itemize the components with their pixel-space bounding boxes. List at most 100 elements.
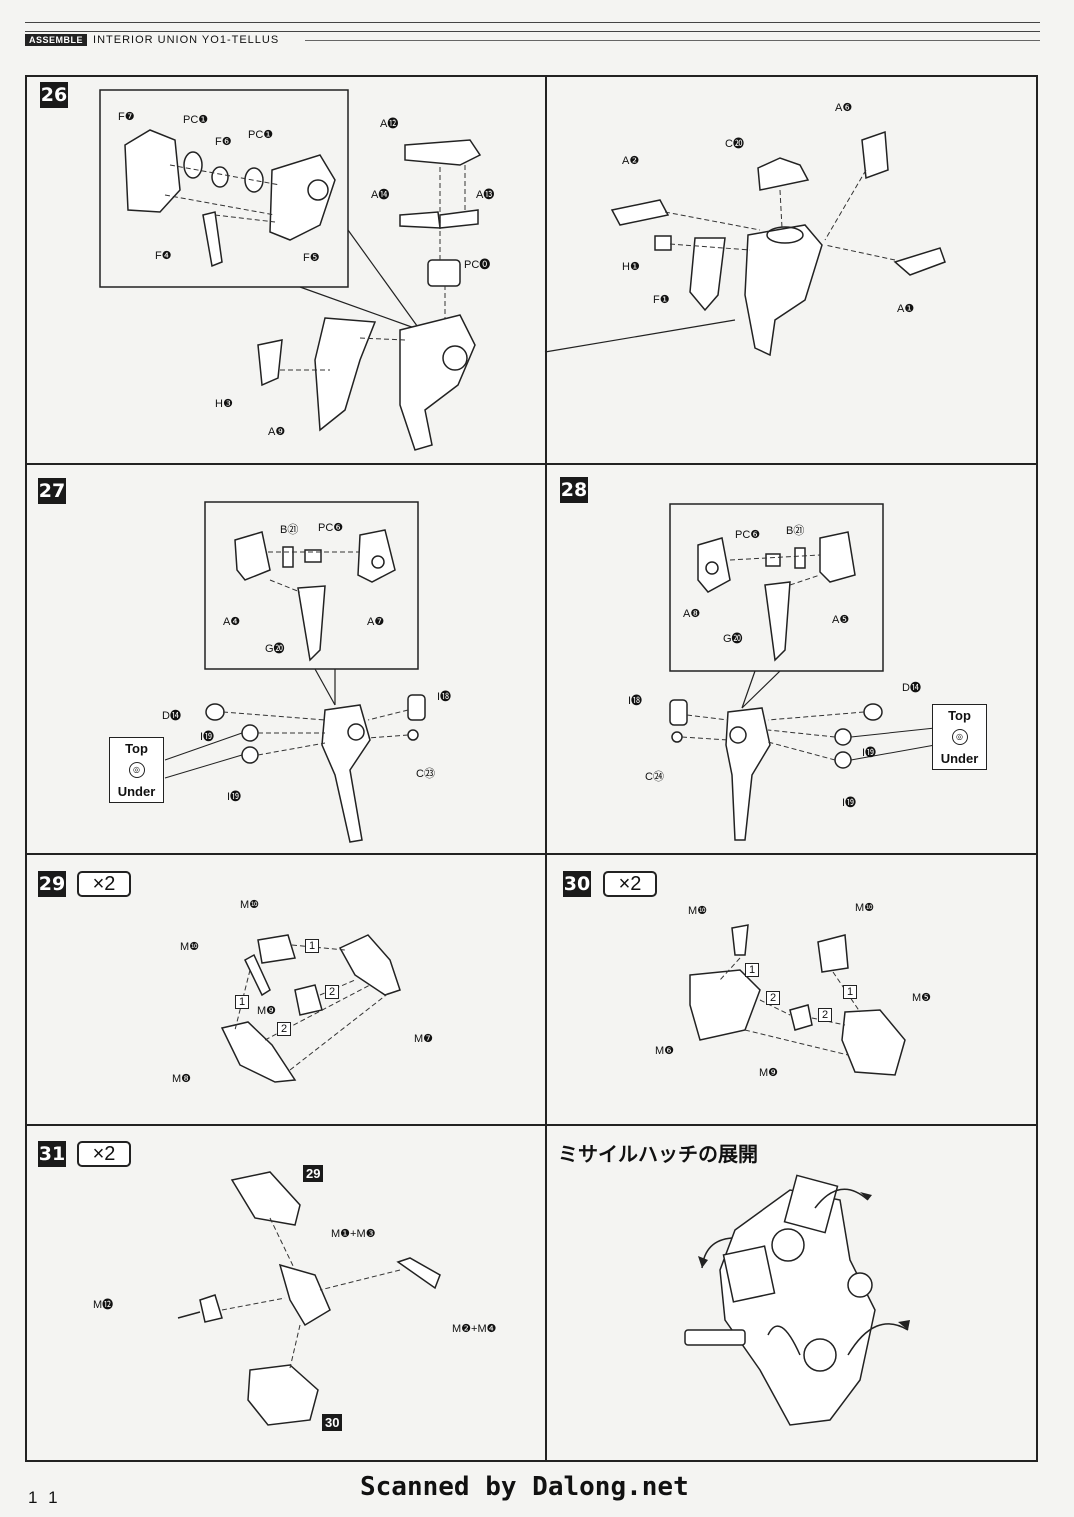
row-divider-1	[25, 463, 1038, 465]
step-reference-29: 29	[303, 1165, 324, 1182]
under-label: Under	[117, 784, 156, 799]
part-h1	[654, 235, 672, 251]
instruction-frame	[25, 75, 1038, 1462]
step-badge-29: 29	[38, 871, 66, 897]
part-label: M❿	[180, 941, 200, 953]
part-label: PC❻	[318, 522, 344, 534]
part-f1	[689, 237, 726, 312]
part-label: A❾	[268, 426, 286, 438]
part-label: PC⓿	[464, 259, 491, 271]
part-label: PC❶	[248, 129, 274, 141]
part-label: M❾	[257, 1005, 277, 1017]
part-29-subassembly	[230, 1171, 301, 1226]
part-label: I⓳	[862, 747, 877, 759]
part-label: D⓮	[902, 682, 921, 694]
part-f7	[124, 129, 181, 213]
qty-badge-31: ×2	[77, 1141, 131, 1167]
part-label: I⓲	[437, 691, 452, 703]
step-badge-31: 31	[38, 1141, 66, 1167]
part-label: I⓲	[628, 695, 643, 707]
part-m5	[841, 1009, 906, 1076]
part-label: C⓴	[725, 138, 744, 150]
part-d14	[205, 703, 225, 721]
part-label: A❺	[832, 614, 850, 626]
part-m9-30	[789, 1004, 813, 1031]
part-label: H❸	[215, 398, 233, 410]
part-label: A❷	[622, 155, 640, 167]
sequence-number: 2	[325, 985, 340, 999]
part-30-subassembly	[247, 1364, 319, 1426]
sequence-number: 2	[818, 1008, 833, 1022]
part-label: M❿	[240, 899, 260, 911]
step-badge-30: 30	[563, 871, 591, 897]
part-label: M⓬	[93, 1299, 114, 1311]
part-label: A⓬	[380, 118, 399, 130]
sequence-number: 1	[235, 995, 250, 1009]
part-label: I⓳	[200, 731, 215, 743]
part-main-body-27	[321, 704, 371, 843]
part-main-body-26b	[744, 224, 823, 357]
hub-symbol-icon: ◎	[951, 729, 968, 745]
part-label: M❼	[414, 1033, 434, 1045]
part-label: A❽	[683, 608, 701, 620]
part-a12	[404, 139, 482, 166]
part-label: I⓳	[842, 797, 857, 809]
part-label: M❺	[912, 992, 932, 1004]
part-label: G⓴	[723, 633, 743, 645]
sequence-number: 1	[843, 985, 858, 999]
part-label: H❶	[622, 261, 640, 273]
part-main-body-28	[725, 707, 771, 841]
part-m10-c	[731, 924, 749, 956]
part-label: F❼	[118, 111, 135, 123]
part-label: A❼	[367, 616, 385, 628]
part-label: M❻	[655, 1045, 675, 1057]
header-title: INTERIOR UNION YO1-TELLUS	[93, 34, 280, 46]
step-badge-28: 28	[560, 477, 588, 503]
part-i18	[407, 694, 426, 721]
part-label: M❶+M❸	[331, 1228, 376, 1240]
part-label: M❿	[855, 902, 875, 914]
top-label: Top	[125, 741, 148, 756]
part-label: A❻	[835, 102, 853, 114]
header: ASSEMBLE INTERIOR UNION YO1-TELLUS	[25, 33, 279, 47]
callout-box-26a	[99, 89, 349, 288]
part-g20	[297, 585, 326, 662]
part-a1	[893, 247, 946, 276]
part-f5	[269, 154, 336, 241]
part-m8	[220, 1021, 297, 1083]
part-label: C㉓	[416, 768, 435, 780]
step-reference-30: 30	[322, 1414, 343, 1431]
part-c23	[407, 729, 419, 741]
hub-symbol-icon: ◎	[128, 762, 145, 778]
part-label: I⓳	[227, 791, 242, 803]
part-a8	[697, 537, 731, 593]
part-a9	[314, 317, 377, 432]
top-under-legend-28: Top ◎ Under	[932, 704, 987, 770]
part-label: F❻	[215, 136, 232, 148]
part-label: A⓭	[476, 189, 495, 201]
row-divider-3	[25, 1124, 1038, 1126]
qty-badge-29: ×2	[77, 871, 131, 897]
part-label: M❷+M❹	[452, 1323, 497, 1335]
top-under-legend-27: Top ◎ Under	[109, 737, 164, 803]
part-label: F❺	[303, 252, 320, 264]
header-rule	[305, 40, 1040, 41]
missile-hatch-title: ミサイルハッチの展開	[558, 1142, 758, 1166]
callout-box-27	[204, 501, 419, 670]
under-label: Under	[940, 751, 979, 766]
column-divider	[545, 75, 547, 1462]
part-m10-a	[257, 934, 296, 964]
part-m6	[689, 969, 761, 1041]
header-tag: ASSEMBLE	[25, 34, 88, 46]
part-label: B㉑	[280, 524, 299, 536]
callout-box-28	[669, 503, 884, 672]
part-a5	[819, 531, 856, 583]
part-label: M❾	[759, 1067, 779, 1079]
part-label: A⓮	[371, 189, 390, 201]
header-double-rule	[25, 22, 1040, 32]
part-a2	[610, 199, 670, 226]
part-label: A❶	[897, 303, 915, 315]
part-c20	[757, 157, 810, 191]
part-a4	[234, 531, 271, 581]
